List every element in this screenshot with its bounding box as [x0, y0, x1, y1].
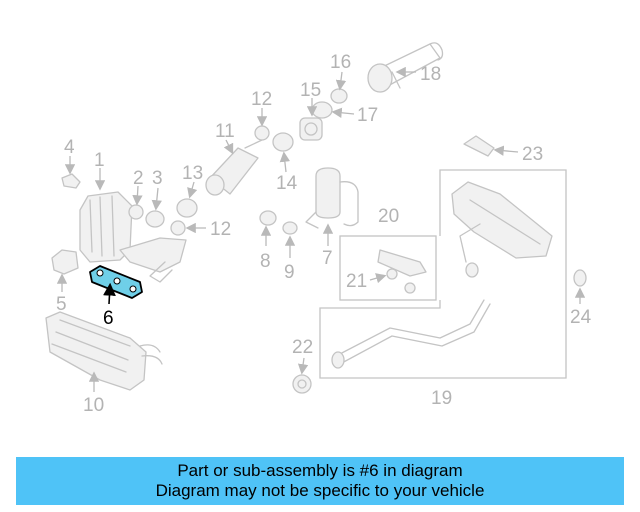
- callout-8: 8: [260, 251, 271, 272]
- box-19: [319, 169, 567, 379]
- banner-line-2: Diagram may not be specific to your vehi…: [155, 481, 485, 500]
- part-22-gasket: [292, 374, 312, 394]
- part-17-clamp: [311, 101, 333, 119]
- callout-2: 2: [133, 168, 144, 189]
- box-20: [339, 235, 437, 301]
- callout-1: 1: [94, 150, 105, 171]
- exhaust-parts-diagram: 16 18 15 17 12 11 14 4 1 2 3 13 12 5 6 1…: [45, 42, 592, 416]
- callout-labels: 16 18 15 17 12 11 14 4 1 2 3 13 12 5 6 1…: [56, 52, 592, 416]
- callout-20: 20: [378, 206, 399, 227]
- callout-13: 13: [182, 163, 203, 184]
- callout-21: 21: [346, 271, 367, 292]
- part-14-ring: [272, 132, 294, 152]
- callout-6-highlighted: 6: [103, 308, 114, 329]
- part-7-canister: [305, 167, 359, 229]
- part-11-catalytic-pipe: [205, 139, 263, 196]
- part-15-flange: [299, 117, 323, 141]
- part-24-insulator: [573, 269, 587, 287]
- part-5-mount: [51, 249, 79, 275]
- part-1-converter: [79, 191, 187, 283]
- callout-14: 14: [276, 173, 298, 194]
- part-12-ring-top: [254, 125, 270, 141]
- callout-7: 7: [322, 248, 333, 269]
- callout-9: 9: [284, 262, 295, 283]
- part-8-clip: [259, 210, 277, 226]
- callout-19: 19: [431, 388, 452, 409]
- part-10-cooler: [45, 311, 163, 391]
- banner-line-1: Part or sub-assembly is #6 in diagram: [177, 461, 463, 480]
- callout-10: 10: [83, 395, 104, 416]
- part-16-gasket: [330, 88, 348, 104]
- callout-5: 5: [56, 294, 67, 315]
- info-banner: Part or sub-assembly is #6 in diagram Di…: [16, 457, 624, 505]
- part-23-hanger: [463, 135, 495, 157]
- callout-3: 3: [152, 168, 163, 189]
- callout-22: 22: [292, 337, 313, 358]
- part-3-clamp: [145, 210, 165, 228]
- callout-17: 17: [357, 105, 378, 126]
- part-13-clamp: [176, 198, 198, 218]
- part-4-bracket: [61, 173, 81, 189]
- part-18-pipe: [367, 42, 444, 93]
- callout-12-top: 12: [251, 89, 272, 110]
- part-muffler: [451, 181, 553, 278]
- callout-15: 15: [300, 80, 321, 101]
- callout-24: 24: [570, 307, 592, 328]
- callout-18: 18: [420, 64, 441, 85]
- callout-11: 11: [215, 121, 235, 142]
- callout-4: 4: [64, 137, 75, 158]
- callout-16: 16: [330, 52, 351, 73]
- leader-lines: [56, 66, 586, 392]
- callout-23: 23: [522, 144, 543, 165]
- part-9-nut: [282, 221, 298, 235]
- part-6-gasket-highlighted: [89, 265, 143, 299]
- callout-12-mid: 12: [210, 219, 231, 240]
- part-2-gasket: [128, 204, 144, 220]
- part-12-ring-mid: [170, 220, 186, 236]
